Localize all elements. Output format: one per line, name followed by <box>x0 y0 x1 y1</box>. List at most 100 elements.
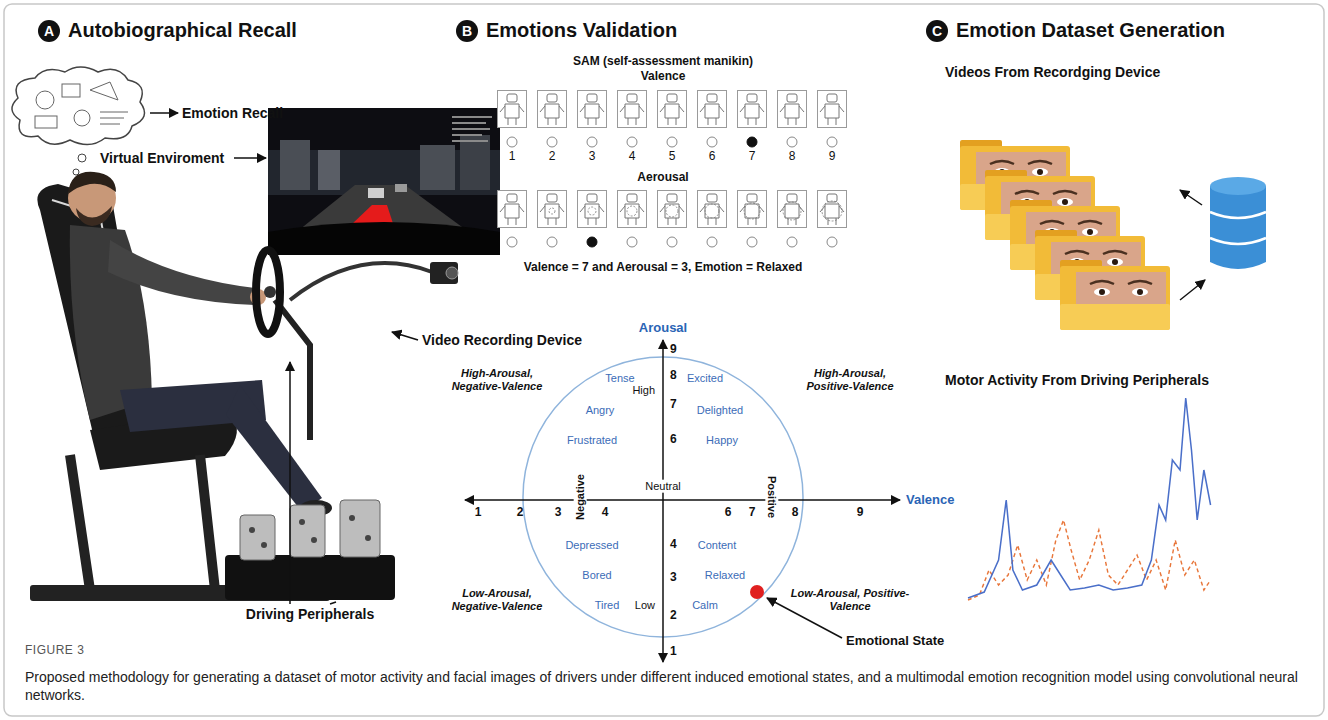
thought-cloud <box>35 116 57 128</box>
axis-number: 8 <box>792 506 799 520</box>
simulator-screen <box>452 140 488 142</box>
simulator-screen <box>452 122 486 124</box>
callout-label: Driving Peripherals <box>246 606 374 622</box>
axis-note: Low <box>633 599 657 612</box>
leader-arrows <box>289 362 291 604</box>
axis-note: Neutral <box>643 480 682 493</box>
database-icon <box>1210 177 1266 195</box>
simulator-screen <box>395 184 407 192</box>
emotion-label: Calm <box>692 599 718 612</box>
axis-number: 6 <box>670 433 677 447</box>
sam-valence-row <box>618 91 647 128</box>
dataset-arrows <box>1180 190 1202 205</box>
database-icon <box>1210 186 1266 269</box>
driver-figure <box>108 240 255 305</box>
dataset-arrows <box>1180 280 1205 300</box>
emotion-label: Depressed <box>565 539 618 552</box>
thought-cloud <box>35 82 128 128</box>
sam-arousal-row <box>507 237 517 247</box>
video-folders <box>960 140 1170 330</box>
pedal-set <box>311 537 317 543</box>
sam-arousal-row <box>627 237 637 247</box>
sam-arousal-row <box>787 237 797 247</box>
axis-number: 6 <box>725 506 732 520</box>
simulator-screen <box>420 145 455 190</box>
sam-arousal-row <box>666 205 678 217</box>
scale-number: 4 <box>629 150 636 164</box>
panel-heading: CEmotion Dataset Generation <box>926 19 1225 42</box>
motor-activity-plot <box>968 398 1211 600</box>
leader-arrows <box>392 332 418 340</box>
steering-and-camera <box>256 250 280 334</box>
emotion-label: Frustrated <box>567 434 617 447</box>
quadrant-label: High-Arousal, Positive-Valence <box>790 367 910 392</box>
sam-arousal-row <box>822 201 842 221</box>
figure-frame <box>4 4 1324 716</box>
panel-heading: A Autobiographical Recall <box>38 19 297 42</box>
video-folders <box>1060 260 1170 330</box>
panel-heading: BEmotions Validation <box>456 19 677 42</box>
emotion-label: Bored <box>582 569 611 582</box>
pedal-set <box>290 505 325 557</box>
axis-note: Negative <box>574 472 587 522</box>
section-label: Motor Activity From Driving Peripherals <box>945 372 1209 388</box>
pedal-set <box>240 515 275 560</box>
simulator-screen <box>452 116 492 142</box>
sam-arousal-row <box>618 191 647 228</box>
scale-number: 2 <box>549 150 556 164</box>
panel-letter: A <box>38 20 60 42</box>
sam-arousal-row <box>538 191 567 228</box>
emotion-label: Delighted <box>697 404 743 417</box>
section-label: Videos From Recordging Device <box>945 64 1160 80</box>
sam-arousal-row <box>747 237 757 247</box>
circumplex-model <box>750 585 764 599</box>
circumplex-model <box>465 499 900 501</box>
dataset-arrows <box>1180 190 1205 300</box>
database-icon <box>1210 212 1266 244</box>
pedal-set <box>349 515 355 521</box>
sam-arousal-row <box>588 207 596 215</box>
axis-number: 4 <box>602 506 609 520</box>
leader-arrows <box>234 157 266 159</box>
sam-arousal-row <box>547 237 557 247</box>
driver-figure <box>68 172 116 194</box>
sam-arousal-row <box>738 191 767 228</box>
leader-arrows <box>150 113 418 604</box>
scale-title: SAM (self-assessment manikin) <box>573 55 753 69</box>
scale-name: Valence <box>641 70 686 84</box>
leader-arrows <box>330 602 336 604</box>
thought-cloud <box>73 169 79 175</box>
simulator-screen <box>268 108 500 255</box>
panel-title: Autobiographical Recall <box>68 19 297 42</box>
axis-number: 7 <box>670 398 677 412</box>
sam-arousal-row <box>705 204 719 218</box>
axis-note: Positive <box>766 474 779 520</box>
simulator-screen <box>452 134 482 136</box>
simulator-screen <box>268 108 500 255</box>
axis-title: Valence <box>906 493 954 508</box>
sam-valence-row <box>738 91 767 128</box>
panel-letter: C <box>926 20 948 42</box>
sam-arousal-row <box>778 191 807 228</box>
thought-cloud <box>78 154 86 162</box>
pedal-set <box>249 515 371 548</box>
quadrant-label: High-Arousal, Negative-Valence <box>437 367 557 392</box>
sam-arousal-row <box>627 206 637 216</box>
database-icon <box>1210 177 1266 269</box>
axis-number: 2 <box>670 609 677 623</box>
panel-title: Emotions Validation <box>486 19 677 42</box>
thought-cloud <box>74 110 90 126</box>
pedal-set <box>261 542 267 548</box>
driving-seat <box>70 455 215 590</box>
sam-arousal-row <box>507 237 837 247</box>
scale-number: 3 <box>589 150 596 164</box>
sam-valence-row <box>747 137 757 147</box>
axis-number: 1 <box>670 645 677 659</box>
emotion-label: Happy <box>706 434 738 447</box>
axis-number: 3 <box>555 506 562 520</box>
emotion-label: Relaxed <box>705 569 745 582</box>
thought-cloud <box>62 84 80 97</box>
simulator-screen <box>268 185 500 255</box>
circumplex-model <box>662 340 664 662</box>
